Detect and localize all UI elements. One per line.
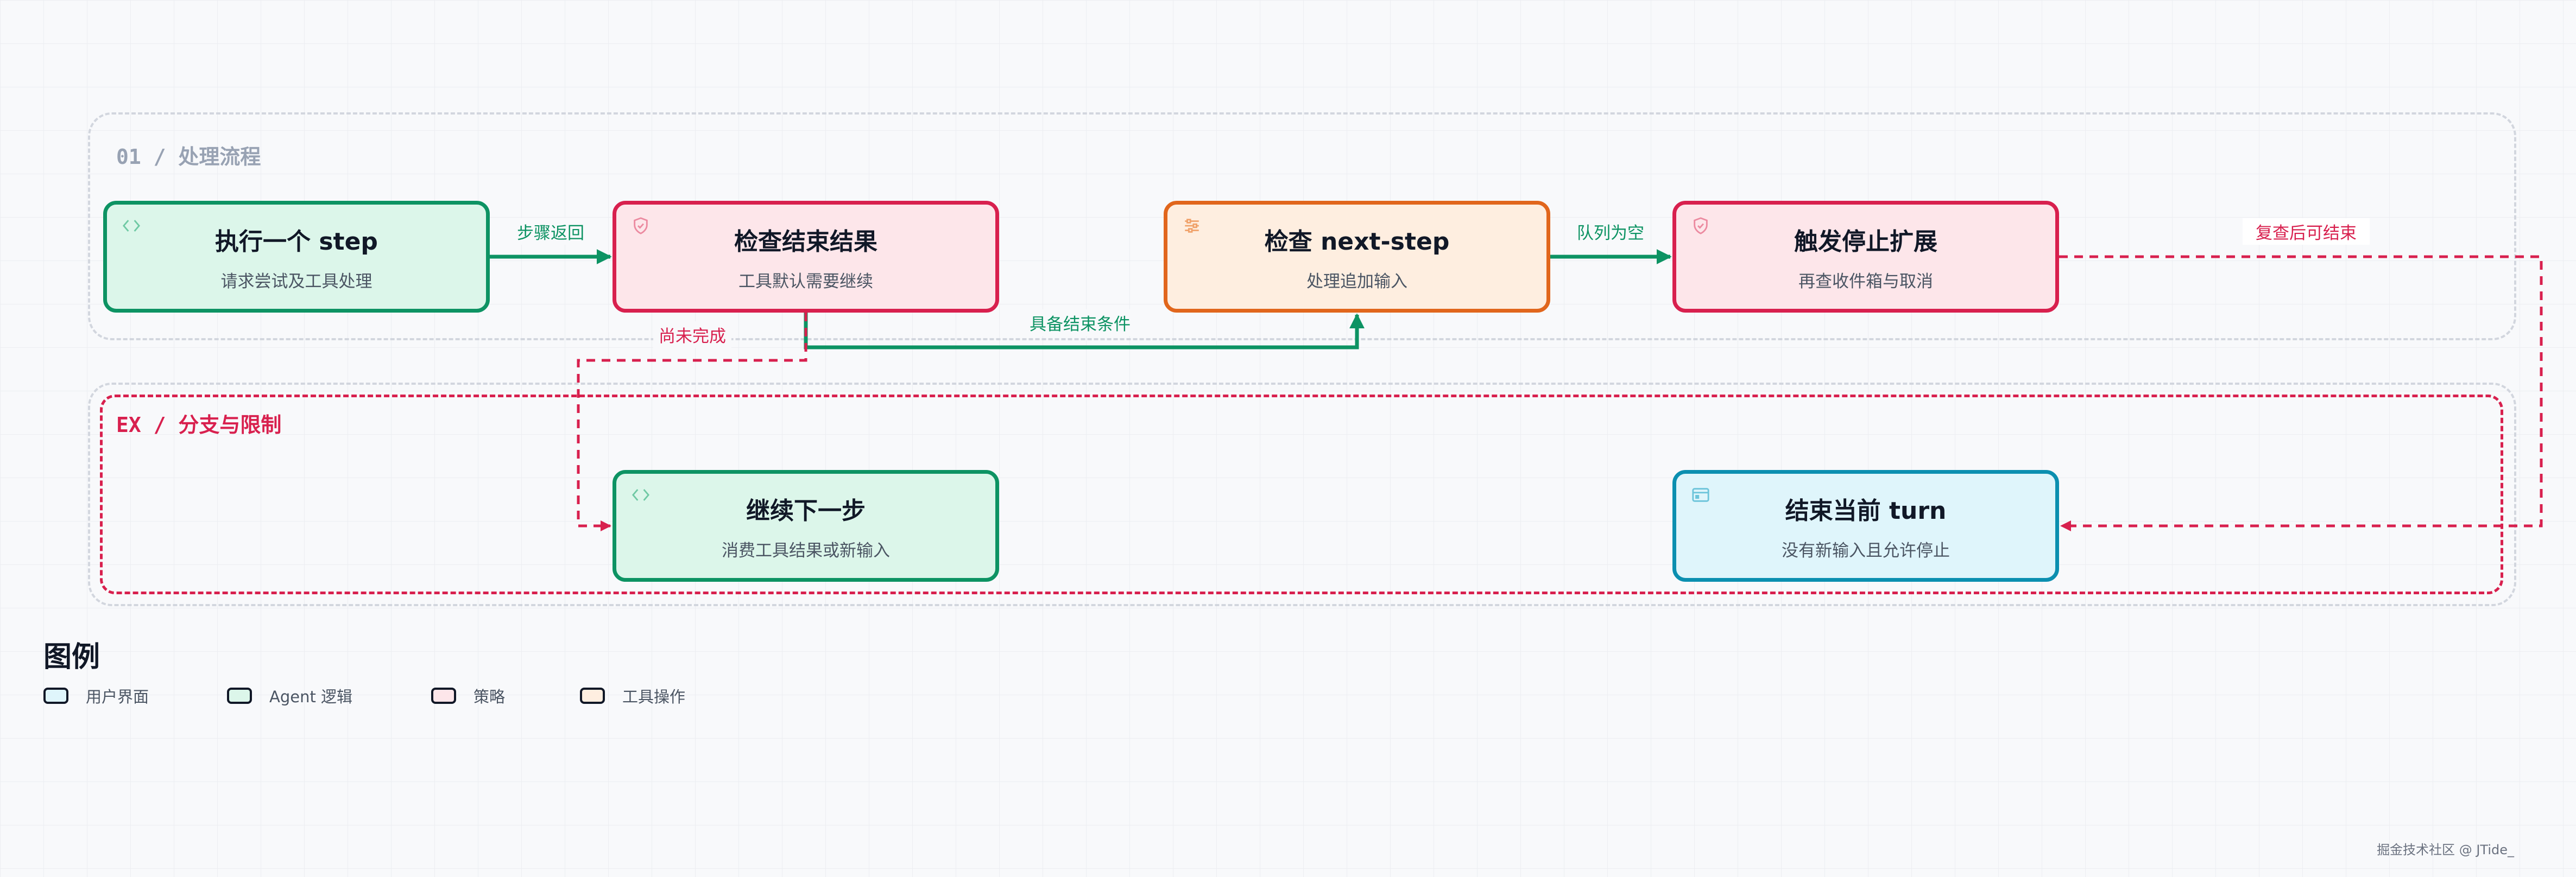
node-title: 触发停止扩展 [1794,227,1937,256]
node-title: 结束当前 turn [1785,497,1947,525]
shield-icon [1694,217,1708,234]
code-icon [632,489,650,501]
node-subtitle: 消费工具结果或新输入 [722,541,890,561]
node-execute-step: 执行一个 step 请求尝试及工具处理 [103,201,490,313]
node-check-result: 检查结束结果 工具默认需要继续 [613,201,999,313]
legend-swatch-policy [431,688,456,704]
branch-group [88,383,2516,606]
node-continue-next: 继续下一步 消费工具结果或新输入 [613,470,999,582]
node-trigger-stop: 触发停止扩展 再查收件箱与取消 [1672,201,2059,313]
node-title: 检查结束结果 [734,227,877,256]
node-title: 继续下一步 [746,497,866,525]
window-icon [1692,488,1709,502]
legend-item-policy: 策略 [431,685,505,707]
legend-item-ui: 用户界面 [43,685,149,707]
flow-group [88,112,2516,340]
node-subtitle: 再查收件箱与取消 [1798,271,1933,291]
legend-label-agent: Agent 逻辑 [269,688,353,706]
edge-label-review: 复查后可结束 [2243,218,2370,245]
shield-icon [634,217,648,234]
edge-label-queue-empty: 队列为空 [1571,218,1650,245]
legend-swatch-ui [43,688,68,704]
legend-title: 图例 [43,641,100,673]
edge-label-unfinished: 尚未完成 [653,321,731,348]
branch-group-label: EX / 分支与限制 [116,413,282,437]
node-subtitle: 请求尝试及工具处理 [220,271,372,291]
branch-group-border [100,395,2503,594]
sliders-icon [1185,219,1199,233]
legend-label-policy: 策略 [473,688,506,706]
node-subtitle: 没有新输入且允许停止 [1782,541,1950,561]
node-subtitle: 处理追加输入 [1306,271,1407,291]
node-title: 检查 next-step [1264,227,1450,256]
code-icon [122,220,141,232]
legend-item-tool: 工具操作 [580,685,685,707]
edge-stop-to-end [2059,255,2543,531]
edge-check-to-continue [577,313,807,531]
legend-swatch-agent [227,688,252,704]
legend-swatch-tool [580,688,605,704]
edge-label-return: 步骤返回 [512,218,590,245]
legend-label-tool: 工具操作 [622,688,686,706]
flow-group-label: 01 / 处理流程 [116,145,261,169]
legend-label-ui: 用户界面 [86,688,149,706]
node-subtitle: 工具默认需要继续 [738,271,873,291]
node-title: 执行一个 step [215,227,378,256]
node-end-turn: 结束当前 turn 没有新输入且允许停止 [1672,470,2059,582]
legend-item-agent: Agent 逻辑 [227,685,352,707]
node-check-next-step: 检查 next-step 处理追加输入 [1164,201,1550,313]
edge-label-condition: 具备结束条件 [1024,309,1136,336]
watermark: 掘金技术社区 @ JTide_ [2377,842,2514,857]
